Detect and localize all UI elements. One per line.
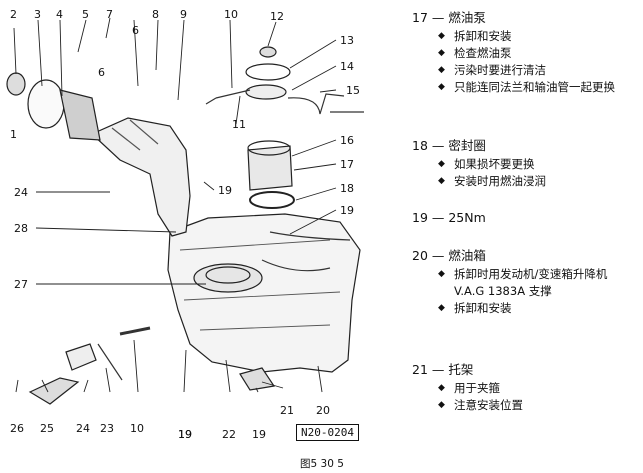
callout-1: 1 bbox=[10, 128, 17, 141]
callout-12: 12 bbox=[270, 10, 284, 23]
callout-24-left: 24 bbox=[14, 186, 28, 199]
legend-item-17: 17 — 燃油泵 ◆拆卸和安装 ◆检查燃油泵 ◆污染时要进行清洁 ◆只能连同法兰… bbox=[412, 10, 639, 96]
callout-26: 26 bbox=[10, 422, 24, 435]
legend-item-18: 18 — 密封圈 ◆如果损坏要更换 ◆安装时用燃油浸润 bbox=[412, 138, 639, 190]
callout-27: 27 bbox=[14, 278, 28, 291]
legend-bullet: ◆安装时用燃油浸润 bbox=[438, 174, 546, 188]
legend-bullet: ◆拆卸和安装 bbox=[438, 29, 512, 43]
diamond-bullet-icon: ◆ bbox=[438, 269, 445, 279]
callout-20: 20 bbox=[316, 404, 330, 417]
parts-legend: 17 — 燃油泵 ◆拆卸和安装 ◆检查燃油泵 ◆污染时要进行清洁 ◆只能连同法兰… bbox=[412, 0, 640, 473]
legend-bullet: ◆注意安装位置 bbox=[438, 398, 523, 412]
callout-5: 5 bbox=[82, 8, 89, 21]
diamond-bullet-icon: ◆ bbox=[438, 31, 445, 41]
figure-caption: 图5 30 5 bbox=[300, 458, 344, 470]
callout-13: 13 bbox=[340, 34, 354, 47]
legend-heading: 20 — 燃油箱 bbox=[412, 248, 486, 263]
diamond-bullet-icon: ◆ bbox=[438, 159, 445, 169]
callout-18: 18 bbox=[340, 182, 354, 195]
legend-item-19: 19 — 25Nm bbox=[412, 210, 486, 226]
legend-heading: 19 — 25Nm bbox=[412, 210, 486, 225]
callout-14: 14 bbox=[340, 60, 354, 73]
callout-25: 25 bbox=[40, 422, 54, 435]
callout-23: 23 bbox=[100, 422, 114, 435]
diamond-bullet-icon: ◆ bbox=[438, 65, 445, 75]
legend-bullet: ◆只能连同法兰和输油管一起更换 bbox=[438, 80, 615, 94]
callout-21: 21 bbox=[280, 404, 294, 417]
callout-6-upper: 6 bbox=[98, 66, 105, 79]
diamond-bullet-icon: ◆ bbox=[438, 400, 445, 410]
callout-2: 2 bbox=[10, 8, 17, 21]
callout-8: 8 bbox=[152, 8, 159, 21]
legend-bullet: ◆污染时要进行清洁 bbox=[438, 63, 546, 77]
diamond-bullet-icon: ◆ bbox=[438, 48, 445, 58]
filler-neck-shape bbox=[90, 117, 191, 237]
legend-heading: 21 — 托架 bbox=[412, 362, 474, 377]
callout-17: 17 bbox=[340, 158, 354, 171]
callout-19-mid: 19 bbox=[218, 184, 232, 197]
callout-6-right: 6 bbox=[132, 24, 139, 37]
callout-24-bottom: 24 bbox=[76, 422, 90, 435]
legend-bullet: ◆用于夹箍 bbox=[438, 381, 500, 395]
legend-bullet: ◆如果损坏要更换 bbox=[438, 157, 535, 171]
callout-22: 22 bbox=[222, 428, 236, 441]
legend-heading: 18 — 密封圈 bbox=[412, 138, 486, 153]
figure-code-box: N20-0204 bbox=[296, 424, 359, 441]
callout-10-bottom: 10 bbox=[130, 422, 144, 435]
callout-11: 11 bbox=[232, 118, 246, 131]
legend-item-20: 20 — 燃油箱 ◆拆卸时用发动机/变速箱升降机 V.A.G 1383A 支撑 … bbox=[412, 248, 639, 317]
callout-19-right: 19 bbox=[340, 204, 354, 217]
legend-item-21: 21 — 托架 ◆用于夹箍 ◆注意安装位置 bbox=[412, 362, 639, 414]
callout-19-bottom-b: 19 bbox=[178, 428, 192, 441]
callout-9: 9 bbox=[180, 8, 187, 21]
callout-4: 4 bbox=[56, 8, 63, 21]
legend-bullet: ◆拆卸时用发动机/变速箱升降机 V.A.G 1383A 支撑 bbox=[438, 267, 608, 298]
fuel-pump-shape bbox=[247, 145, 293, 191]
legend-bullet: ◆拆卸和安装 bbox=[438, 301, 512, 315]
callout-16: 16 bbox=[340, 134, 354, 147]
fuel-tank-shape bbox=[167, 213, 361, 373]
callout-19-bottom-c: 19 bbox=[252, 428, 266, 441]
callout-28: 28 bbox=[14, 222, 28, 235]
diamond-bullet-icon: ◆ bbox=[438, 303, 445, 313]
fuel-tank-exploded-diagram: 1 2 3 4 5 6 7 8 6 9 10 11 12 13 14 15 16… bbox=[6, 8, 364, 441]
diamond-bullet-icon: ◆ bbox=[438, 383, 445, 393]
callout-10-top: 10 bbox=[224, 8, 238, 21]
callout-3: 3 bbox=[34, 8, 41, 21]
callout-7: 7 bbox=[106, 8, 113, 21]
diamond-bullet-icon: ◆ bbox=[438, 82, 445, 92]
diamond-bullet-icon: ◆ bbox=[438, 176, 445, 186]
legend-heading: 17 — 燃油泵 bbox=[412, 10, 486, 25]
callout-19-bottom-a: 19 bbox=[178, 428, 192, 441]
callout-15: 15 bbox=[346, 84, 360, 97]
legend-bullet: ◆检查燃油泵 bbox=[438, 46, 512, 60]
